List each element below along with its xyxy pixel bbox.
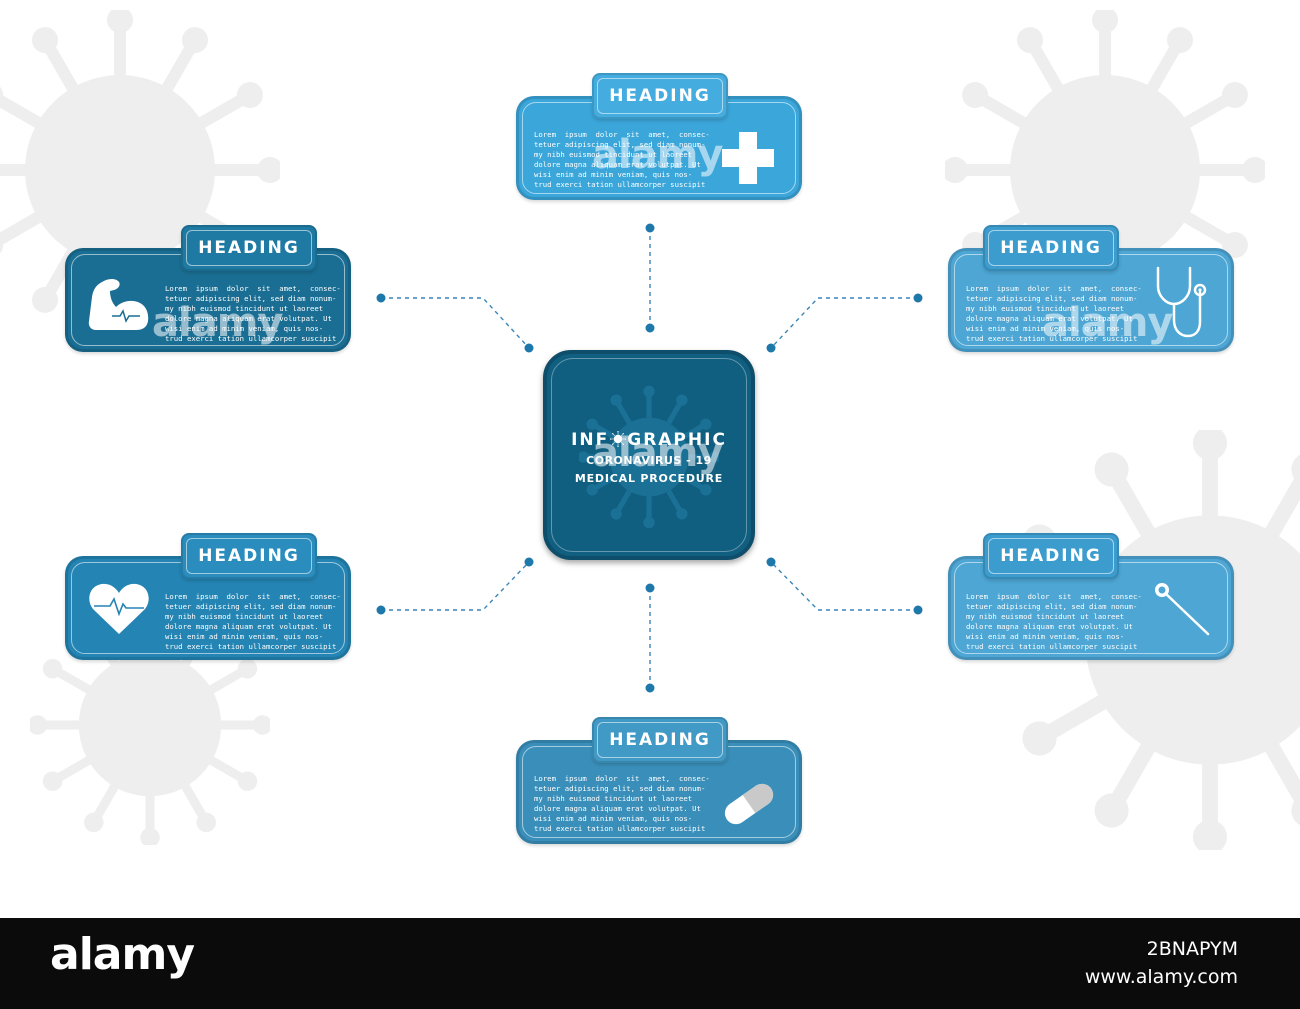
watermark: alamy xyxy=(1042,300,1173,346)
background-virus-icon xyxy=(30,605,270,845)
card-upper-left-body: Lorem ipsum dolor sit amet, consec- tetu… xyxy=(165,284,341,343)
card-upper-right-body: Lorem ipsum dolor sit amet, consec- tetu… xyxy=(966,284,1142,343)
center-subtitle-2: MEDICAL PROCEDURE xyxy=(574,472,724,485)
thermometer-icon xyxy=(1155,583,1210,636)
card-lower-right-body: Lorem ipsum dolor sit amet, consec- tetu… xyxy=(966,592,1142,651)
connector-dot xyxy=(524,557,534,567)
connector-dot xyxy=(645,583,655,593)
card-bottom-heading: HEADING xyxy=(609,730,711,750)
card-lower-right-heading: HEADING xyxy=(1000,546,1102,566)
watermark: alamy xyxy=(592,132,723,178)
capsule-pill-icon xyxy=(724,783,774,825)
connector-dot xyxy=(524,343,534,353)
stethoscope-icon xyxy=(1156,266,1207,338)
virus-icon xyxy=(610,430,627,448)
connector-dot xyxy=(376,605,386,615)
connector-dot xyxy=(766,343,776,353)
footer-image-id: 2BNAPYM xyxy=(1146,938,1238,960)
card-lower-left-body: Lorem ipsum dolor sit amet, consec- tetu… xyxy=(165,592,341,651)
card-top-heading-tab: HEADING xyxy=(592,73,728,119)
connector-upper-right xyxy=(770,297,918,349)
card-upper-left-heading-tab: HEADING xyxy=(181,225,317,271)
connector-lower-left xyxy=(381,561,530,611)
flexed-arm-icon xyxy=(88,279,149,330)
background-virus-icon xyxy=(0,10,280,330)
card-bottom-body: Lorem ipsum dolor sit amet, consec- tetu… xyxy=(534,774,710,833)
center-virus-icon xyxy=(579,385,719,529)
card-lower-right-heading-tab: HEADING xyxy=(983,533,1119,579)
card-upper-right-heading: HEADING xyxy=(1000,238,1102,258)
card-lower-left-heading-tab: HEADING xyxy=(181,533,317,579)
center-title-box: INF GRAPHIC CORONAVIRUS - 19 MEDICAL PROC… xyxy=(543,350,755,560)
connector-upper-left xyxy=(381,297,530,349)
heart-pulse-icon xyxy=(89,583,149,634)
connector-dot xyxy=(645,683,655,693)
watermark: alamy xyxy=(592,430,723,476)
connector-dot xyxy=(645,223,655,233)
center-subtitle-1: CORONAVIRUS - 19 xyxy=(586,454,712,467)
center-title: INF GRAPHIC xyxy=(547,430,751,450)
connector-dot xyxy=(645,323,655,333)
medical-cross-icon xyxy=(722,132,774,184)
connector-dot xyxy=(913,605,923,615)
card-top-heading: HEADING xyxy=(609,86,711,106)
center-title-right: GRAPHIC xyxy=(627,430,727,450)
card-lower-left-heading: HEADING xyxy=(198,546,300,566)
card-bottom-heading-tab: HEADING xyxy=(592,717,728,763)
connector-lower-right xyxy=(770,561,918,611)
card-upper-left-heading: HEADING xyxy=(198,238,300,258)
background-virus-icon xyxy=(945,10,1265,330)
connector-dot xyxy=(913,293,923,303)
connector-lines xyxy=(376,223,923,693)
center-title-left: INF xyxy=(571,430,610,450)
connector-dot xyxy=(376,293,386,303)
card-upper-right-heading-tab: HEADING xyxy=(983,225,1119,271)
card-top-body: Lorem ipsum dolor sit amet, consec- tetu… xyxy=(534,130,710,189)
footer-logo[interactable]: alamy xyxy=(50,929,195,980)
connector-dot xyxy=(766,557,776,567)
infographic-canvas: HEADING Lorem ipsum dolor sit amet, cons… xyxy=(0,10,1300,850)
watermark: alamy xyxy=(152,300,283,346)
footer-bar xyxy=(0,918,1300,1009)
footer-url[interactable]: www.alamy.com xyxy=(1084,966,1238,988)
